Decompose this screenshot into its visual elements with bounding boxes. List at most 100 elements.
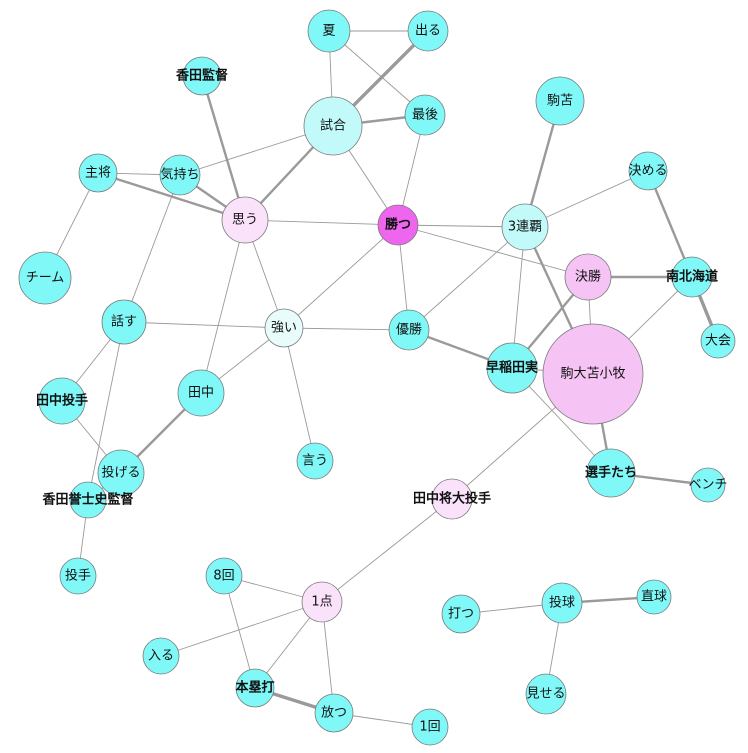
node-honruida: 本塁打 bbox=[235, 668, 275, 708]
node-circle bbox=[411, 708, 449, 746]
node-label: 最後 bbox=[412, 108, 438, 123]
node-circle bbox=[541, 582, 583, 624]
node-sanrenpa: 3連覇 bbox=[501, 203, 549, 251]
node-circle bbox=[586, 448, 636, 498]
node-label: 大会 bbox=[705, 334, 731, 349]
node-circle bbox=[525, 673, 567, 715]
node-label: 田中将大投手 bbox=[413, 491, 491, 507]
edge-itten-hairu bbox=[160, 601, 323, 657]
node-label: 1点 bbox=[311, 595, 332, 610]
node-circle bbox=[97, 449, 145, 497]
node-circle bbox=[441, 594, 481, 634]
node-circle bbox=[303, 96, 363, 156]
node-circle bbox=[235, 668, 275, 708]
node-circle bbox=[486, 342, 538, 394]
node-circle bbox=[177, 369, 225, 417]
node-label: 出る bbox=[415, 24, 441, 39]
node-circle bbox=[38, 377, 86, 425]
node-label: 田中投手 bbox=[36, 393, 88, 409]
node-label: 駒苫 bbox=[547, 93, 573, 109]
node-label: 直球 bbox=[641, 590, 667, 605]
edge-hanasu-kagawa_yoshifumi bbox=[87, 321, 125, 501]
node-circle bbox=[142, 637, 180, 675]
node-circle bbox=[69, 481, 107, 519]
node-circle bbox=[564, 253, 612, 301]
node-hairu: 入る bbox=[142, 637, 180, 675]
edge-omou-tanaka bbox=[200, 219, 246, 394]
node-label: 選手たち bbox=[585, 465, 637, 481]
node-circle bbox=[377, 204, 419, 246]
node-kagawa_kantoku: 香田監督 bbox=[175, 56, 228, 96]
edge-sanrenpa-yusho bbox=[408, 226, 526, 331]
node-circle bbox=[296, 442, 334, 480]
node-circle bbox=[182, 56, 222, 96]
node-nageru: 投げる bbox=[97, 449, 145, 497]
node-circle bbox=[628, 151, 668, 191]
node-circle bbox=[18, 251, 72, 305]
node-tanaka: 田中 bbox=[177, 369, 225, 417]
node-saigo: 最後 bbox=[404, 94, 446, 136]
node-label: チーム bbox=[26, 271, 65, 286]
node-circle bbox=[542, 323, 644, 425]
node-label: 南北海道 bbox=[666, 269, 718, 285]
node-label: 言う bbox=[302, 454, 328, 469]
node-label: 放つ bbox=[321, 706, 347, 721]
node-label: 香田監督 bbox=[175, 68, 228, 84]
node-label: 思う bbox=[232, 213, 258, 228]
node-tanaka_toshu: 田中投手 bbox=[36, 377, 88, 425]
node-shiai: 試合 bbox=[303, 96, 363, 156]
node-circle bbox=[159, 154, 201, 196]
node-tsuyoi: 強い bbox=[264, 308, 304, 348]
edge-katsu-kessho bbox=[397, 224, 589, 278]
node-circle bbox=[700, 323, 736, 359]
node-circle bbox=[264, 308, 304, 348]
node-katsu: 勝つ bbox=[377, 204, 419, 246]
node-label: 強い bbox=[271, 321, 297, 336]
node-circle bbox=[221, 196, 269, 244]
node-label: 打つ bbox=[448, 607, 474, 622]
node-circle bbox=[388, 309, 430, 351]
node-chokkyu: 直球 bbox=[636, 579, 672, 615]
node-miseru: 見せる bbox=[525, 673, 567, 715]
node-label: 駒大苫小牧 bbox=[560, 366, 625, 382]
node-circle bbox=[78, 153, 118, 193]
node-senshutachi: 選手たち bbox=[585, 448, 637, 498]
node-shusho: 主将 bbox=[78, 153, 118, 193]
node-yusho: 優勝 bbox=[388, 309, 430, 351]
node-label: 投げる bbox=[101, 465, 140, 481]
node-komatoma: 駒苫 bbox=[535, 76, 585, 126]
node-tanaka_masahiro: 田中将大投手 bbox=[413, 478, 491, 520]
node-circle bbox=[301, 581, 343, 623]
node-circle bbox=[59, 557, 97, 595]
node-circle bbox=[314, 693, 354, 733]
node-circle bbox=[407, 10, 449, 52]
node-komadai: 駒大苫小牧 bbox=[542, 323, 644, 425]
edge-katsu-tsuyoi bbox=[283, 224, 399, 329]
edge-hanasu-tsuyoi bbox=[123, 321, 285, 329]
node-label: 田中 bbox=[188, 386, 214, 401]
node-label: 投手 bbox=[65, 568, 91, 584]
node-ikkai: 1回 bbox=[411, 708, 449, 746]
node-circle bbox=[690, 467, 726, 503]
node-toshu: 投手 bbox=[59, 557, 97, 595]
node-label: 本塁打 bbox=[235, 680, 274, 696]
edge-tsuyoi-iu bbox=[283, 327, 316, 462]
node-circle bbox=[636, 579, 672, 615]
node-taikai: 大会 bbox=[700, 323, 736, 359]
node-label: 試合 bbox=[320, 118, 346, 134]
node-kimochi: 気持ち bbox=[159, 154, 201, 196]
node-label: ベンチ bbox=[688, 478, 727, 493]
node-hanasu: 話す bbox=[101, 299, 147, 345]
node-circle bbox=[101, 299, 147, 345]
node-utsu: 打つ bbox=[441, 594, 481, 634]
node-itten: 1点 bbox=[301, 581, 343, 623]
node-tokyu: 投球 bbox=[541, 582, 583, 624]
node-label: 見せる bbox=[526, 687, 565, 702]
node-minami_hokkaido: 南北海道 bbox=[666, 256, 718, 298]
node-label: 早稲田実 bbox=[486, 360, 538, 376]
node-natsu: 夏 bbox=[307, 9, 351, 53]
node-label: 話す bbox=[111, 314, 137, 330]
node-kagawa_yoshifumi: 香田誉士史監督 bbox=[41, 481, 134, 519]
node-label: 3連覇 bbox=[508, 220, 542, 235]
